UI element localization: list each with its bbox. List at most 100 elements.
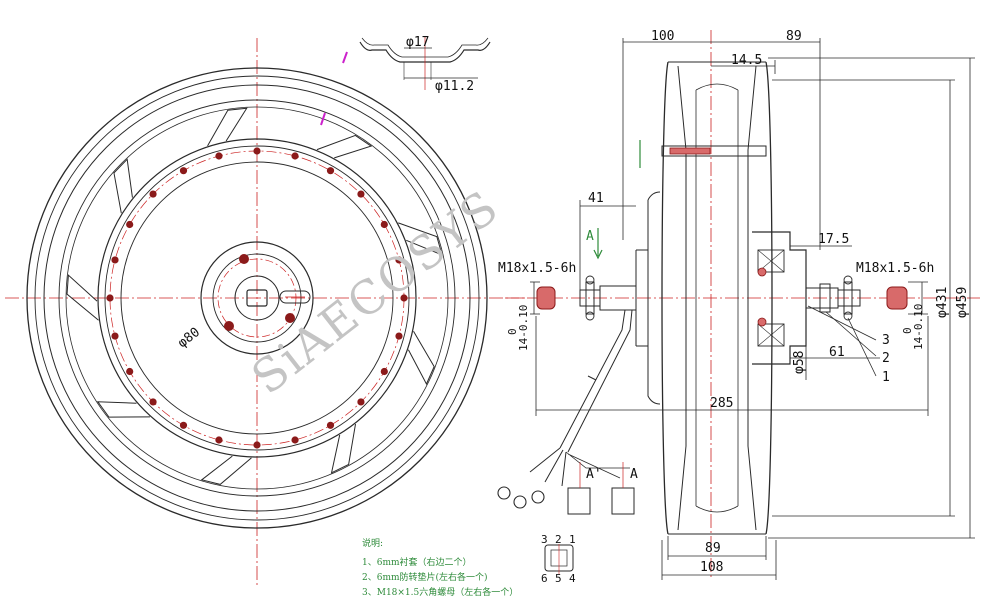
hall-connector [611,487,635,515]
motor-shell [97,138,417,458]
rim-well-top [695,83,739,91]
side-view-dimensions [530,38,975,580]
hub-bolt-section [757,317,767,327]
dim-bottom-overall: 108 [700,560,723,575]
dim-rim-inner: φ431 [935,287,950,318]
notes-title: 说明: [362,537,383,549]
section-arrow-head [593,249,603,260]
cover-bolt [126,367,134,376]
dim-flat-right: 14-0.10 [912,304,925,350]
cover-bolt [179,167,188,175]
rim-flange [43,84,471,512]
pin-1: 1 [569,533,576,546]
cover-bolt [380,220,388,229]
bearing-bottom [757,323,785,347]
hub-bolt [224,321,234,331]
spoke [398,222,443,256]
cover-bolt [149,190,157,198]
phase-terminal [513,495,527,509]
signal-wires [565,451,630,479]
cover-bolt [179,421,188,429]
axle-collar [234,275,280,321]
cover-bolt [215,436,223,444]
hub-bolt [285,313,295,323]
washer-tab [585,275,595,285]
dim-flat-left-top: 0 [506,328,519,335]
dim-axle-left: 41 [588,191,604,206]
cover-bolt [291,436,299,444]
note-item-1: 1、6mm衬套（右边二个） [362,556,472,568]
spokes [66,107,443,485]
cover-bolt [400,294,408,302]
spoke [316,134,373,159]
spoke [113,158,133,214]
cover-bolt [253,441,261,449]
hub-bolt-circle [217,258,297,338]
section-arrow-label: A [586,229,594,244]
spoke [200,455,252,485]
tyre-outer [26,67,488,529]
dim-flat-right-top: 0 [901,327,914,334]
phase-wires [529,447,567,487]
cover-bolt [357,190,365,198]
hub-bolt [239,254,249,264]
hall-connector [567,487,591,515]
left-nut [536,286,556,310]
cover-bolt [380,367,388,376]
bearing-top [757,249,785,273]
axle-left-thread [579,289,601,307]
motor-left-corner [647,191,661,201]
rim-wall-right [747,65,757,531]
spoke [407,331,435,386]
dim-bottom-rim: 89 [705,541,721,556]
callout-1: 1 [882,370,890,385]
motor-cable [567,309,633,453]
pin-6: 6 [541,572,548,585]
cover-bolt [111,332,119,340]
right-nut [886,286,908,310]
side-view [497,30,980,580]
right-washer [843,281,853,315]
dim-rim-outer: φ459 [955,287,970,318]
accent-mark [342,51,348,64]
cover-bolt [326,421,335,429]
note-item-2: 2、6mm防转垫片(左右各一个) [362,571,488,583]
rim-section-detail [359,36,491,90]
note-item-3: 3、M18×1.5六角螺母（左右各一个） [362,586,518,598]
valve-stem [669,147,711,155]
left-washer [585,281,595,315]
spoke-nipple-band [661,145,767,157]
cover-bolt [126,220,134,229]
dim-hub: φ58 [792,351,807,374]
pin-4: 4 [569,572,576,585]
dim-rim-offset: 14.5 [731,53,762,68]
right-spacer [819,283,831,313]
washer-tab [843,275,853,285]
rim-outer [34,75,480,521]
rim-bed [65,106,449,490]
dim-overall-axle: 285 [710,396,733,411]
axle-flat [246,289,268,307]
rim-inner [58,99,456,497]
spoke [207,107,248,147]
pin-2: 2 [555,533,562,546]
phase-terminal [497,486,511,500]
bearing-cross [757,323,785,347]
dim-top-overall: 100 [651,29,674,44]
tyre-left [661,61,669,535]
hub-boss [200,241,314,355]
washer-tab [585,311,595,321]
bore-label: φ80 [175,325,203,351]
thread-left-label: M18x1.5-6h [498,261,576,276]
view-label-a: A [630,467,638,482]
connector-pinout [544,544,574,574]
cover-bolt [215,152,223,160]
spoke [330,423,356,474]
leader-2 [825,311,877,357]
hub-inner [212,253,302,343]
rim-section-bottom-label: φ11.2 [435,79,474,94]
cover-bolt [326,167,335,175]
cover-plate [120,161,394,435]
